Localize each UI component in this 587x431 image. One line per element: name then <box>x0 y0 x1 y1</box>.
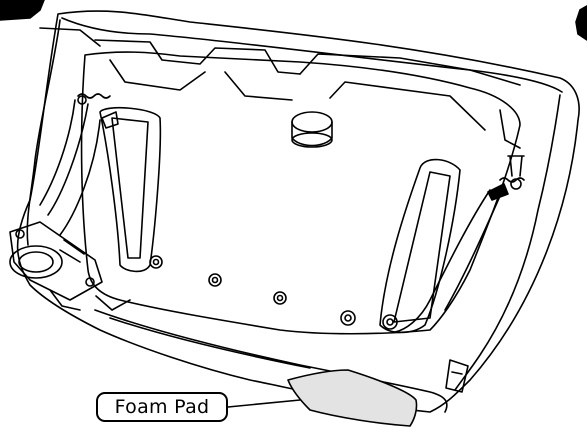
foam-pad <box>287 369 418 427</box>
cover-fold-right <box>454 94 561 391</box>
top-rib-6 <box>499 109 521 149</box>
left-mount-ribs <box>49 239 131 311</box>
seat-pan-frame <box>80 51 521 335</box>
right-clip <box>487 183 509 201</box>
mounting-holes <box>149 255 398 330</box>
left-strap <box>39 99 101 236</box>
top-rib-5 <box>329 81 486 131</box>
top-rib-2 <box>299 53 521 86</box>
left-mount-boss <box>9 245 63 279</box>
top-rib-1 <box>94 39 301 75</box>
right-slot-inner <box>393 171 451 323</box>
step-badge-right-icon <box>575 5 587 41</box>
center-plug <box>291 111 333 133</box>
foam-pad-callout-label: Foam Pad <box>96 392 228 422</box>
right-slot <box>379 158 461 334</box>
right-buckle <box>445 359 469 393</box>
left-mount-boss-inner <box>18 251 54 273</box>
left-spring <box>77 93 111 99</box>
right-post <box>507 155 525 177</box>
left-mount-bolt-1 <box>15 229 25 239</box>
left-mount-bolt-2 <box>85 277 95 287</box>
left-clip <box>101 111 119 129</box>
left-spring-hook <box>77 95 87 105</box>
left-slot-inner <box>111 117 149 259</box>
top-rib-3 <box>109 59 206 91</box>
cover-fold-top <box>61 17 563 93</box>
right-spring-hook <box>510 178 522 190</box>
top-rib-4 <box>224 71 293 101</box>
callout-leader-line <box>227 399 301 408</box>
step-badge-left-icon <box>0 0 45 21</box>
right-strap-2 <box>444 195 501 311</box>
right-strap <box>394 189 491 333</box>
top-rib-7 <box>39 27 101 47</box>
front-edge-2 <box>109 317 311 369</box>
center-plug-base <box>291 132 333 148</box>
seat-cover-outline <box>16 10 580 413</box>
left-slot <box>99 106 162 273</box>
left-mount-bracket <box>9 221 103 301</box>
cover-fold-left <box>26 19 61 246</box>
